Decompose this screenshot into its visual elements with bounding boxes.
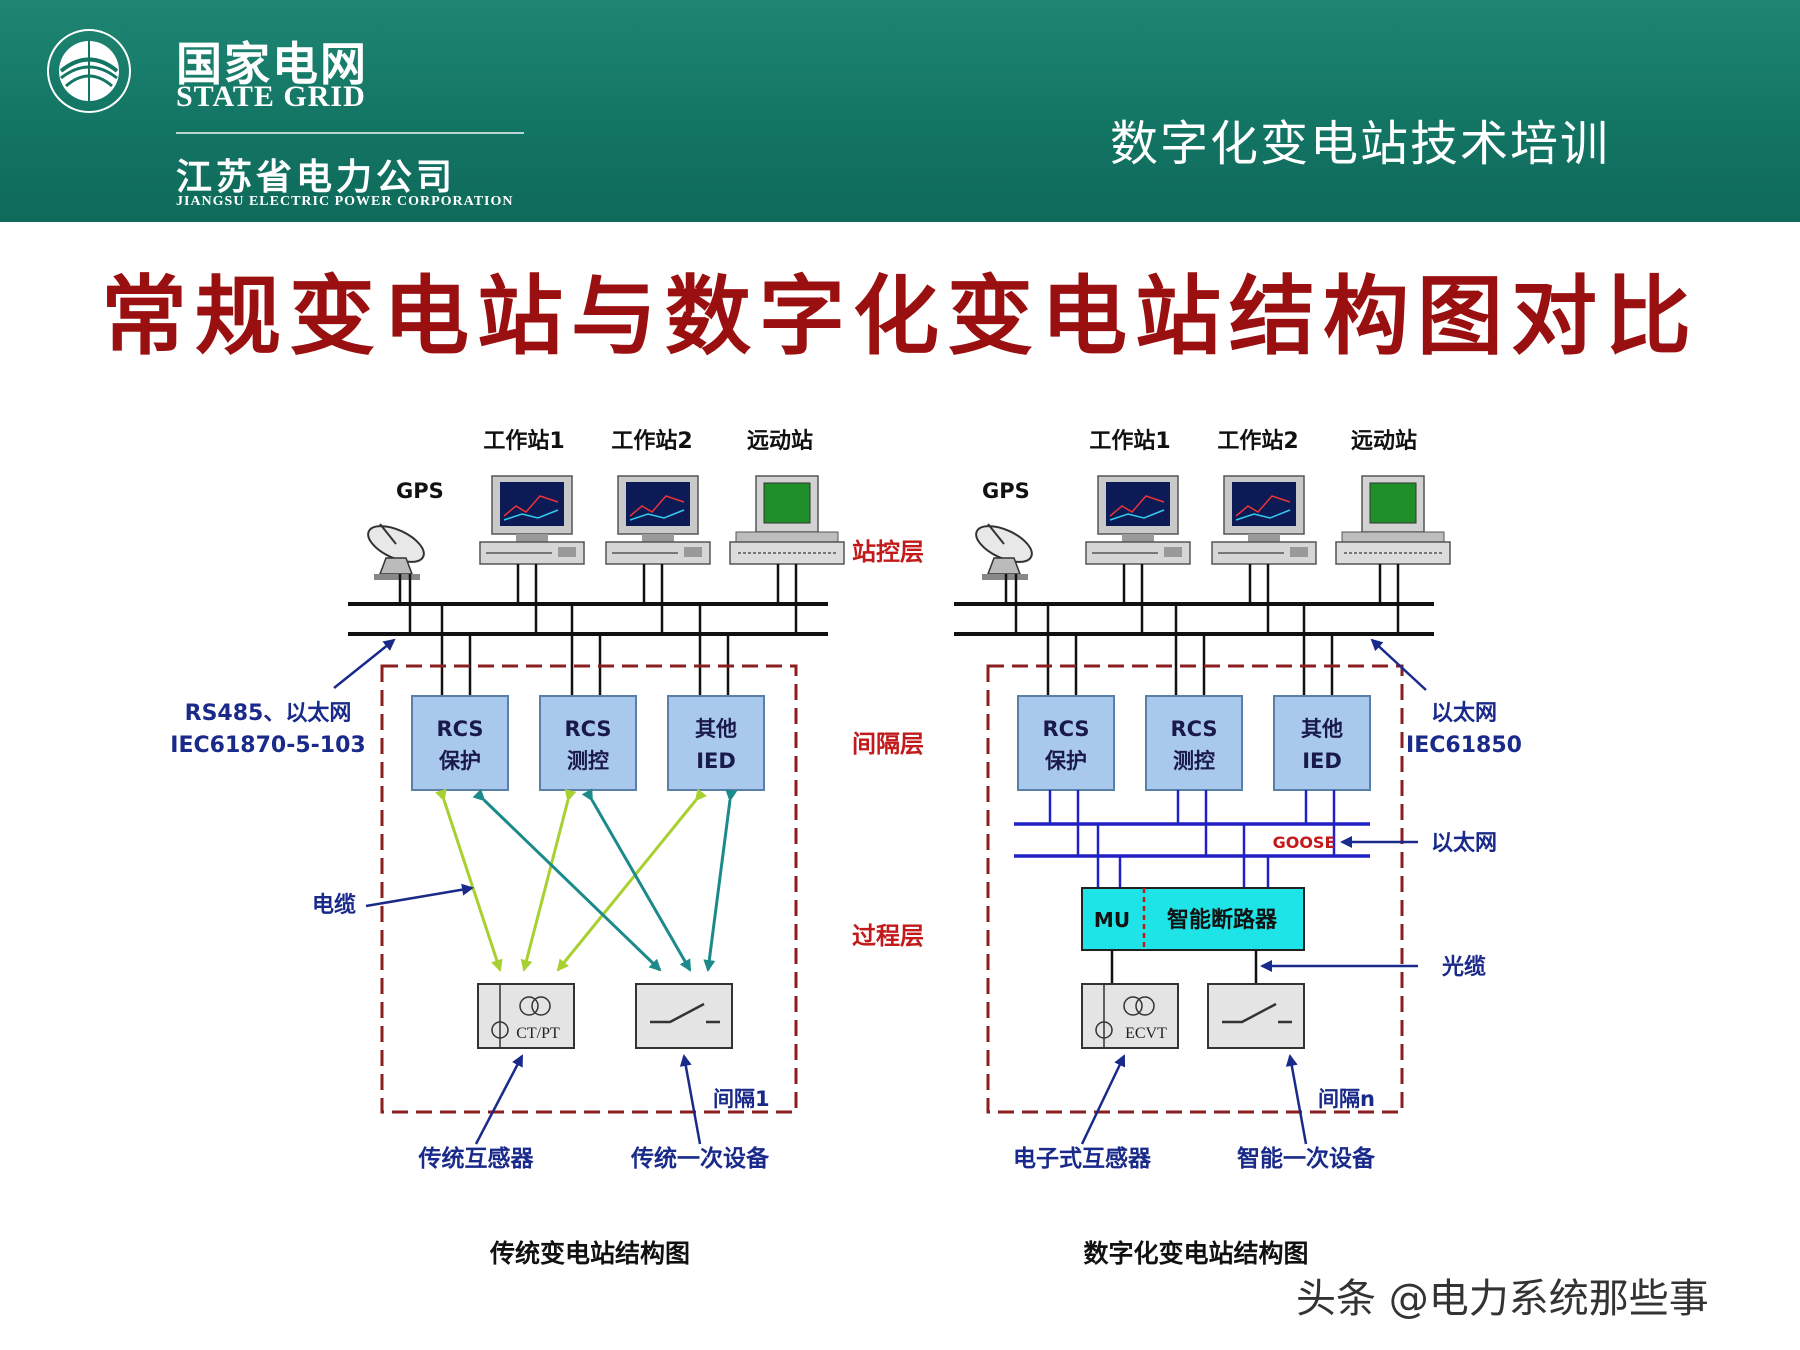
left-protocol-line1: RS485、以太网 xyxy=(185,701,352,726)
left-ctpt-coil-icon xyxy=(491,1021,509,1039)
left-other-ied-box xyxy=(667,695,765,791)
traditional-substation-diagram: GPS 工作站1 工作站2 远动站 RCS 保护 RCS 测控 其他 IED xyxy=(170,429,845,1268)
right-protocol-line2: IEC61850 xyxy=(1406,733,1522,758)
right-remote-label: 远动站 xyxy=(1351,429,1417,454)
left-box1-line2: 保护 xyxy=(438,749,481,773)
watermark-text: 头条 @电力系统那些事 xyxy=(1296,1276,1709,1322)
brand-name-cn: 国家电网 xyxy=(176,37,368,91)
state-grid-logo-icon xyxy=(47,29,131,113)
right-gps-dish-icon xyxy=(969,517,1039,581)
mu-breaker-box xyxy=(1081,887,1305,951)
left-bay-label: 间隔1 xyxy=(713,1087,770,1111)
fiber-label: 光缆 xyxy=(1441,954,1486,980)
left-box3-line2: IED xyxy=(696,749,736,773)
brand-name-en: STATE GRID xyxy=(176,80,366,113)
ethernet-label: 以太网 xyxy=(1431,831,1497,856)
right-workstation1-icon xyxy=(1085,475,1191,565)
left-remote-terminal-icon xyxy=(729,475,845,565)
right-remote-terminal-icon xyxy=(1335,475,1451,565)
smart-equip-label: 智能一次设备 xyxy=(1237,1145,1376,1172)
left-remote-label: 远动站 xyxy=(747,429,813,454)
header-divider xyxy=(176,132,524,134)
right-gps-label: GPS xyxy=(982,479,1030,503)
left-ws2-label: 工作站2 xyxy=(611,429,692,454)
process-layer-label: 过程层 xyxy=(852,922,924,950)
left-cable-arrows xyxy=(435,788,738,972)
mu-label: MU xyxy=(1094,908,1130,932)
right-ws2-label: 工作站2 xyxy=(1217,429,1298,454)
left-box2-line1: RCS xyxy=(564,717,611,741)
right-process-ethernet-bus xyxy=(1014,822,1370,858)
right-box2-line2: 测控 xyxy=(1173,749,1215,773)
company-name-cn: 江苏省电力公司 xyxy=(176,157,457,198)
ecvt-label: ECVT xyxy=(1125,1025,1167,1042)
right-ecvt-box xyxy=(1081,983,1179,1049)
left-ctpt-label: CT/PT xyxy=(516,1025,560,1042)
right-protocol-line1: 以太网 xyxy=(1431,701,1497,726)
right-box2-line1: RCS xyxy=(1170,717,1217,741)
elec-sensor-label: 电子式互感器 xyxy=(1013,1145,1152,1172)
left-workstation1-icon xyxy=(479,475,585,565)
left-protocol-line2: IEC61870-5-103 xyxy=(170,733,365,758)
right-workstation2-icon xyxy=(1211,475,1317,565)
company-name-en: JIANGSU ELECTRIC POWER CORPORATION xyxy=(176,194,514,209)
left-box3-line1: 其他 xyxy=(695,717,737,741)
right-rcs-protection-box xyxy=(1017,695,1115,791)
goose-label: GOOSE xyxy=(1273,833,1336,852)
digital-substation-diagram: GPS 工作站1 工作站2 远动站 RCS 保护 RCS 测控 其他 IED xyxy=(954,429,1522,1268)
left-box1-line1: RCS xyxy=(436,717,483,741)
left-trans-sensor-label: 传统互感器 xyxy=(418,1145,535,1172)
right-bay-label: 间隔n xyxy=(1318,1087,1375,1111)
left-bay-dashed-border xyxy=(380,664,798,1114)
training-title: 数字化变电站技术培训 xyxy=(1110,116,1611,172)
right-box3-line2: IED xyxy=(1302,749,1342,773)
left-gps-dish-icon xyxy=(361,517,431,581)
right-caption: 数字化变电站结构图 xyxy=(1083,1239,1308,1268)
left-caption: 传统变电站结构图 xyxy=(489,1239,690,1268)
right-ws1-label: 工作站1 xyxy=(1089,429,1170,454)
right-bay-dashed-border xyxy=(986,664,1404,1114)
right-ecvt-coil-icon xyxy=(1095,1021,1113,1039)
left-cable-label: 电缆 xyxy=(312,892,356,918)
header-banner: 国家电网 STATE GRID 江苏省电力公司 JIANGSU ELECTRIC… xyxy=(0,0,1800,222)
station-layer-label: 站控层 xyxy=(852,538,924,566)
smart-breaker-label: 智能断路器 xyxy=(1167,907,1278,933)
left-trans-equip-label: 传统一次设备 xyxy=(630,1145,770,1172)
left-rcs-measure-box xyxy=(539,695,637,791)
page-title: 常规变电站与数字化变电站结构图对比 xyxy=(101,266,1699,367)
left-ws1-label: 工作站1 xyxy=(483,429,564,454)
left-gps-label: GPS xyxy=(396,479,444,503)
left-box2-line2: 测控 xyxy=(567,749,609,773)
left-workstation2-icon xyxy=(605,475,711,565)
right-box1-line1: RCS xyxy=(1042,717,1089,741)
right-switch-icon xyxy=(1222,1002,1292,1024)
left-switch-icon xyxy=(650,1002,720,1024)
right-box3-line1: 其他 xyxy=(1301,717,1343,741)
right-rcs-measure-box xyxy=(1145,695,1243,791)
left-ctpt-box xyxy=(477,983,575,1049)
right-other-ied-box xyxy=(1273,695,1371,791)
right-box1-line2: 保护 xyxy=(1044,749,1087,773)
left-rcs-protection-box xyxy=(411,695,509,791)
bay-layer-label: 间隔层 xyxy=(852,730,924,758)
